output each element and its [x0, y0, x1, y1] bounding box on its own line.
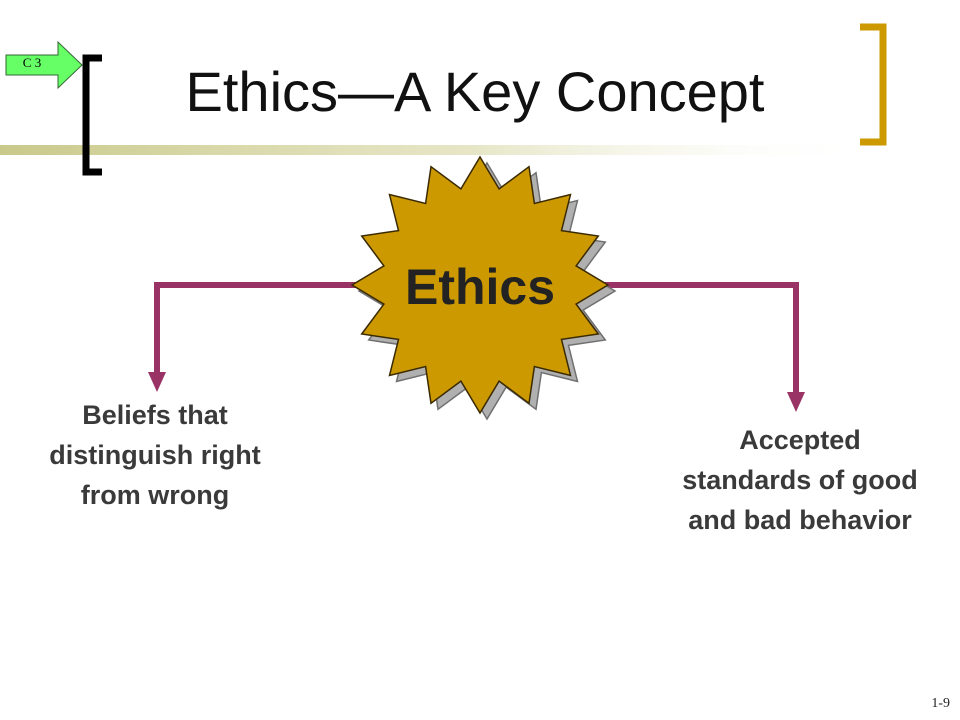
connector-right	[600, 282, 799, 392]
page-title: Ethics—A Key Concept	[185, 60, 765, 123]
badge-label: C 3	[22, 55, 42, 70]
star-burst	[350, 155, 610, 415]
title-underline-bar	[0, 145, 870, 155]
badge-arrow-icon	[5, 40, 83, 90]
page-number: 1-9	[931, 696, 950, 711]
connector-left	[154, 282, 360, 372]
branch-left-text: Beliefs that distinguish right from wron…	[49, 400, 261, 510]
branch-right-text: Accepted standards of good and bad behav…	[682, 425, 918, 535]
left-bracket	[82, 54, 102, 176]
right-bracket	[860, 23, 887, 146]
connector-left-arrowhead	[148, 372, 166, 392]
connector-right-arrowhead	[787, 392, 805, 412]
center-label: Ethics	[404, 259, 556, 315]
